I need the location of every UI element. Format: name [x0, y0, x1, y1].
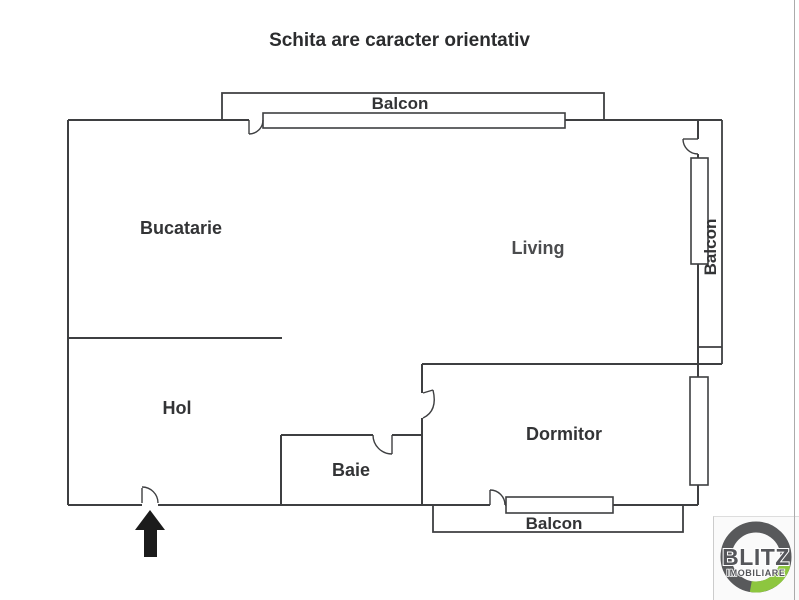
window-dormitor-balcony	[505, 496, 614, 514]
room-label-dormitor: Dormitor	[526, 424, 602, 444]
door-kitchen-balcony	[248, 119, 264, 135]
window-top-balcony	[262, 112, 566, 129]
room-label-living: Living	[512, 238, 565, 258]
logo-brand-text: BLITZ	[722, 544, 790, 570]
door-dormitor-balcony	[489, 489, 506, 506]
door-dormitor	[422, 389, 435, 419]
room-label-hol: Hol	[163, 398, 192, 418]
entrance-arrow-icon	[135, 510, 165, 557]
logo-tagline-text: IMOBILIARE	[727, 568, 786, 578]
agency-logo: BLITZ IMOBILIARE	[713, 516, 799, 600]
balcony-label-bottom: Balcon	[526, 514, 583, 533]
balcony-label-top: Balcon	[372, 94, 429, 113]
door-entrance	[141, 486, 159, 504]
room-label-baie: Baie	[332, 460, 370, 480]
door-living-balcony	[682, 138, 699, 155]
window-living-balcony	[690, 157, 709, 265]
door-baie	[372, 434, 393, 455]
balcony-top-outline	[221, 92, 605, 120]
logo-ring-accent	[749, 563, 791, 593]
disclaimer-title: Schita are caracter orientativ	[269, 30, 530, 51]
balcony-right-outline	[698, 120, 723, 364]
window-dormitor-right	[689, 376, 709, 486]
room-label-bucatarie: Bucatarie	[140, 218, 222, 238]
page-right-edge-line	[794, 0, 795, 600]
balcony-label-right: Balcon	[701, 219, 720, 276]
balcony-bottom-outline	[432, 505, 684, 533]
